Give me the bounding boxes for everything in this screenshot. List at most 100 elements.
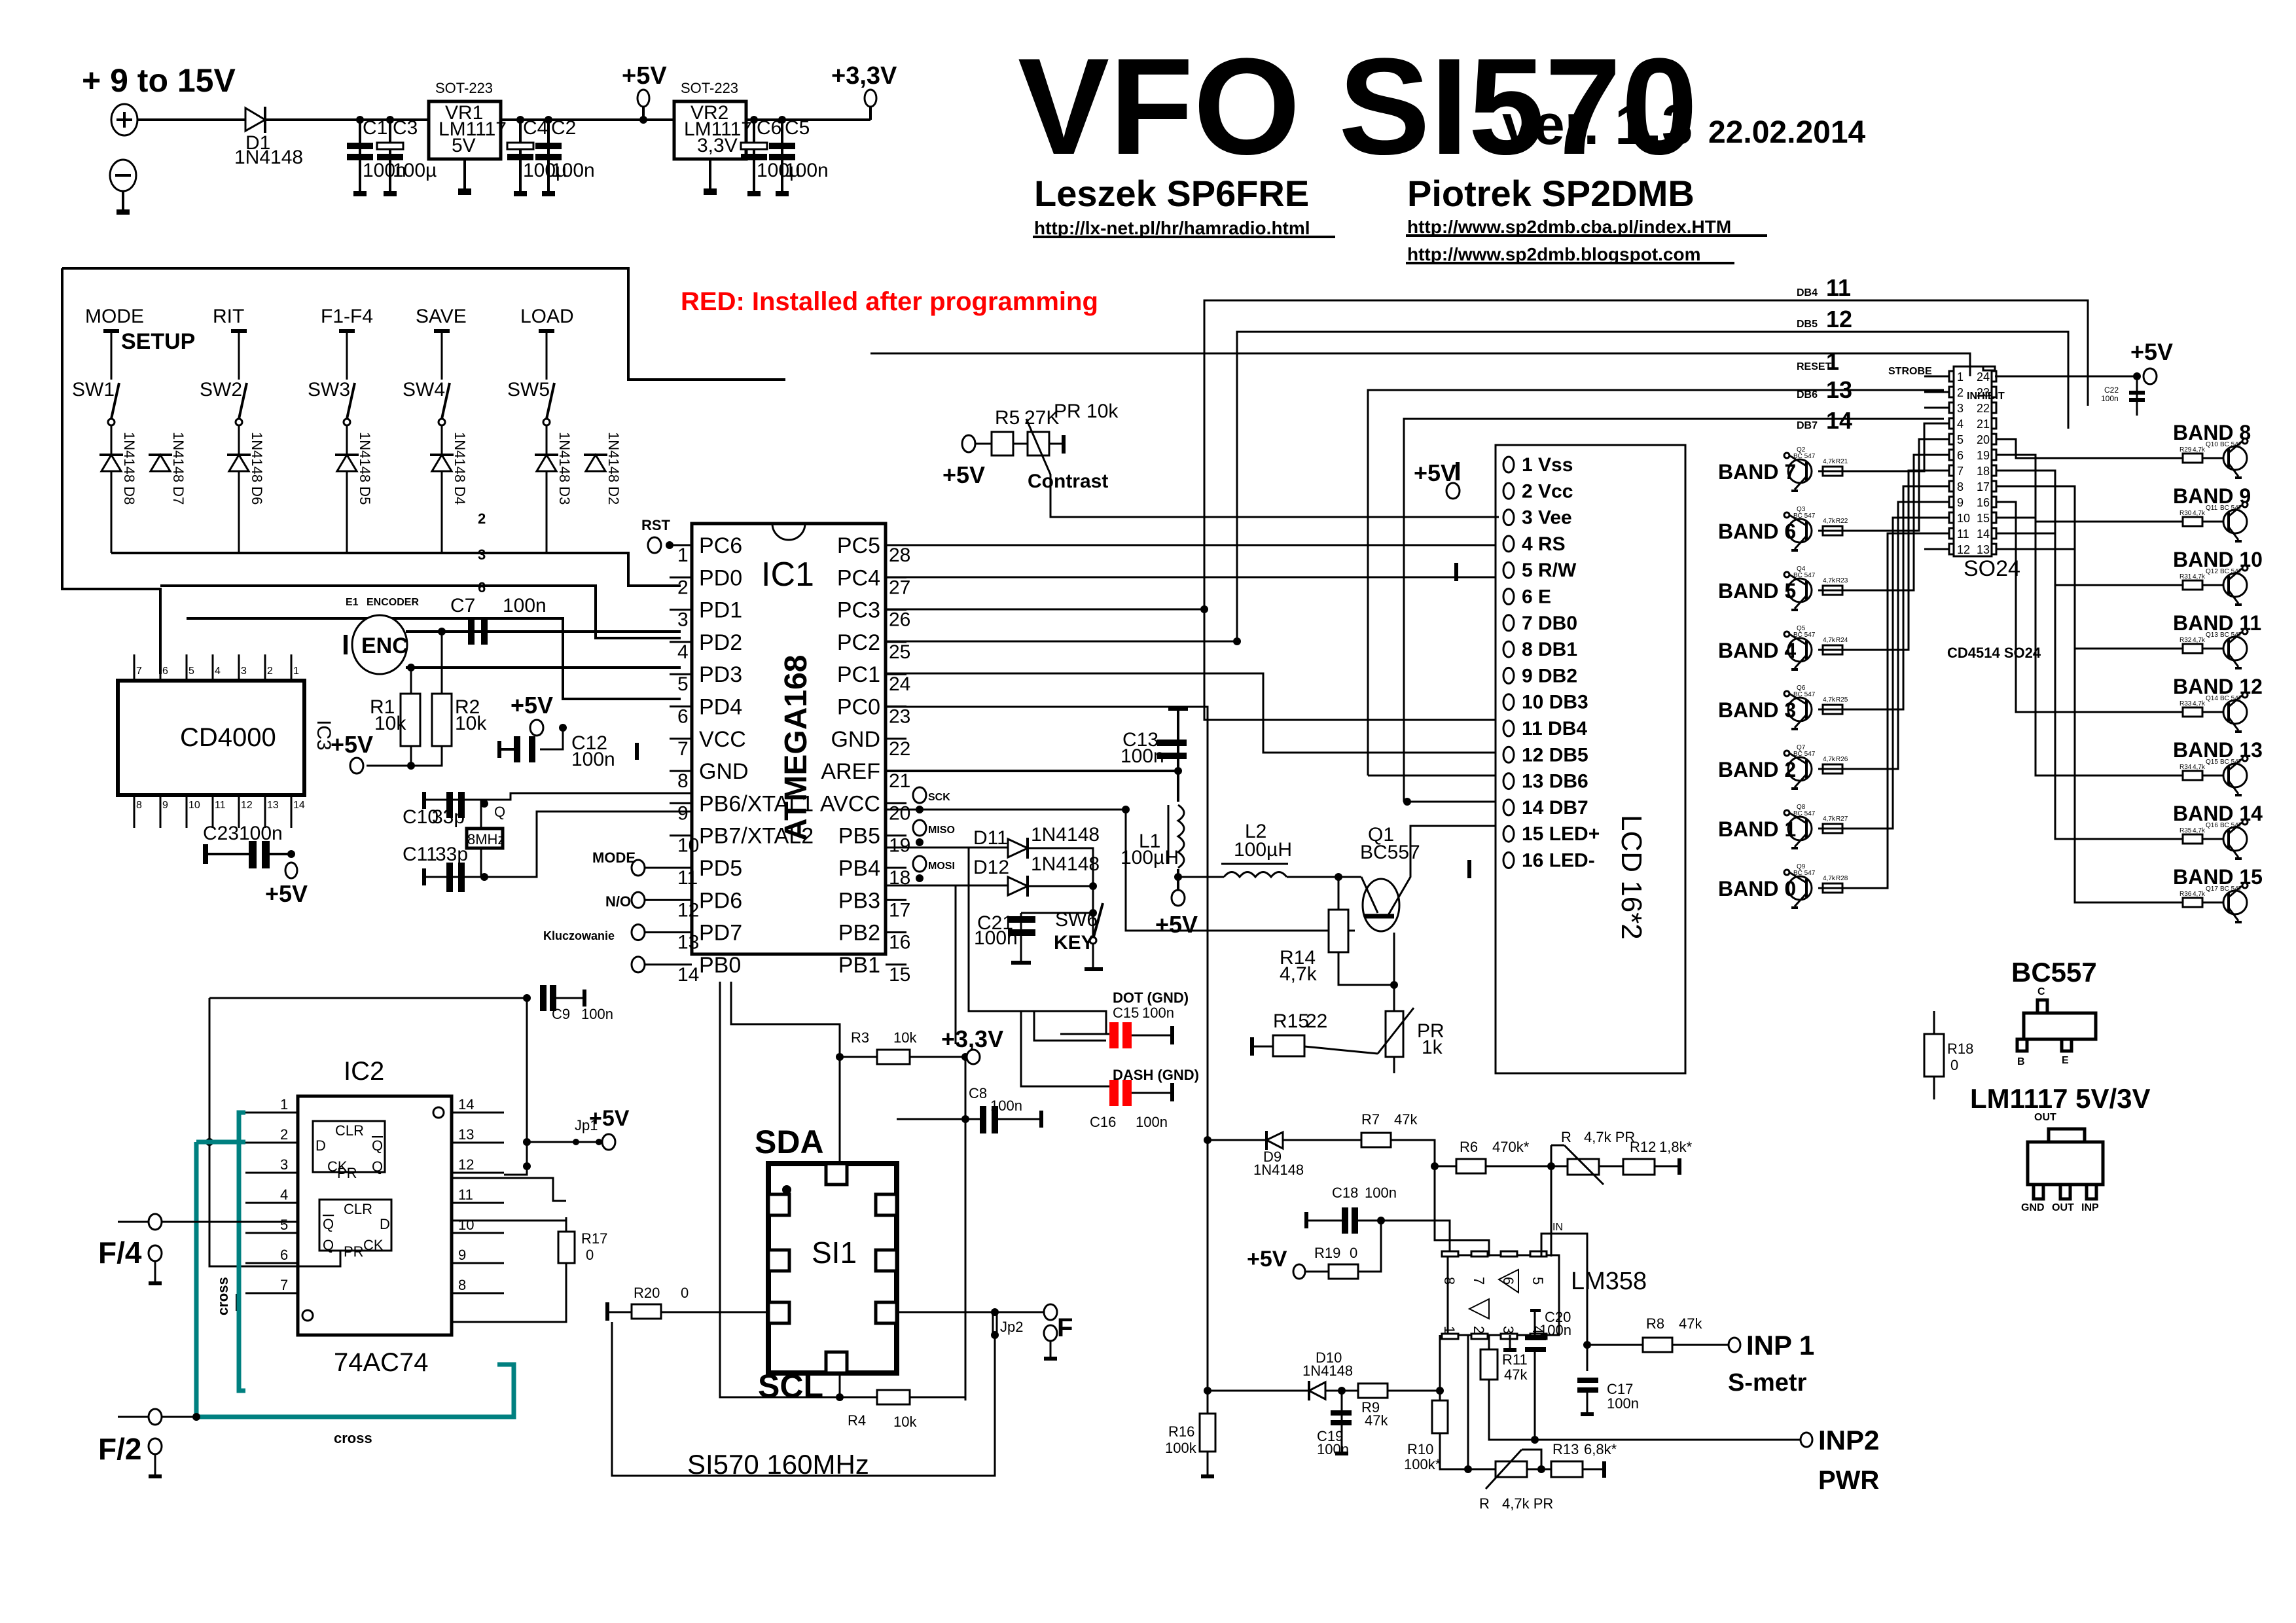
isp-sck-terminal[interactable] bbox=[912, 786, 927, 804]
ic3-pin-number: 10 bbox=[188, 800, 200, 811]
aux-terminal[interactable] bbox=[630, 955, 646, 974]
lcd-pin-terminal[interactable] bbox=[1502, 825, 1515, 843]
isp-miso-terminal[interactable] bbox=[912, 819, 927, 837]
c15-value: 100n bbox=[1142, 1005, 1174, 1021]
q1-value: BC557 bbox=[1360, 842, 1420, 863]
band-output-terminal[interactable] bbox=[1783, 749, 1791, 757]
potentiometer-r-pr-top[interactable] bbox=[1566, 1158, 1600, 1176]
band-output-terminal[interactable] bbox=[2241, 628, 2249, 635]
band-label: BAND 0 bbox=[1718, 877, 1796, 901]
lcd-vcc-terminal[interactable] bbox=[1445, 482, 1461, 500]
lcd-pin-terminal[interactable] bbox=[1502, 666, 1515, 685]
band-output-terminal[interactable] bbox=[2241, 501, 2249, 508]
r20-ref: R20 bbox=[634, 1285, 660, 1301]
ic1-pin-name: PD0 bbox=[699, 565, 742, 590]
lcd-pin-terminal[interactable] bbox=[1502, 745, 1515, 764]
decoder-pin-number: 1 bbox=[1957, 370, 1964, 383]
diode-icon: 1N4148 D8 bbox=[99, 432, 137, 505]
lcd-pin-terminal[interactable] bbox=[1502, 588, 1515, 605]
inp2-terminal[interactable] bbox=[1799, 1431, 1814, 1448]
diode-icon: 1N4148 D3 bbox=[535, 432, 573, 505]
lcd-pin-terminal[interactable] bbox=[1502, 535, 1515, 553]
decoder-supply-terminal[interactable] bbox=[2142, 367, 2158, 385]
band-output-terminal[interactable] bbox=[1783, 630, 1791, 638]
lcd-pin-terminal[interactable] bbox=[1502, 640, 1515, 658]
diode-label: 1N4148 D6 bbox=[249, 432, 265, 505]
lcd-pin-terminal[interactable] bbox=[1502, 508, 1515, 527]
in-wire bbox=[1540, 1232, 1588, 1371]
ic1-vcc-terminal[interactable] bbox=[529, 719, 545, 737]
rst-terminal[interactable] bbox=[647, 536, 662, 554]
lcd-pin-terminal[interactable] bbox=[1502, 772, 1515, 791]
band-output-terminal[interactable] bbox=[1783, 452, 1791, 459]
rail-5v-terminal[interactable] bbox=[636, 88, 651, 108]
decoder-pin-number: 24 bbox=[1977, 370, 1990, 383]
potentiometer-r-pr-bottom[interactable] bbox=[1494, 1460, 1528, 1478]
rail-33v-label: +3,3V bbox=[831, 62, 897, 90]
decoder-pin-number: 19 bbox=[1977, 449, 1990, 462]
lcd-pin-terminal[interactable] bbox=[1502, 851, 1515, 869]
f4-terminal-icon[interactable] bbox=[147, 1213, 163, 1285]
inp1-terminal[interactable] bbox=[1727, 1336, 1742, 1353]
lcd-pin-terminal[interactable] bbox=[1502, 455, 1515, 474]
band-output-terminal[interactable] bbox=[2241, 818, 2249, 826]
decoder-pin-number: 12 bbox=[1957, 543, 1970, 556]
url-1[interactable]: http://lx-net.pl/hr/hamradio.html bbox=[1034, 218, 1310, 238]
aux-terminal[interactable] bbox=[630, 891, 646, 909]
resistor-ref: R35 bbox=[2179, 827, 2192, 834]
band-output-terminal[interactable] bbox=[2241, 882, 2249, 889]
resistor-ref: R33 bbox=[2179, 700, 2192, 707]
ic1-pin-name: PB4 bbox=[838, 856, 880, 881]
c11-ref: C11 bbox=[403, 844, 437, 865]
f2-terminal-icon[interactable] bbox=[147, 1408, 163, 1478]
f-output-terminal-icon[interactable] bbox=[1043, 1303, 1058, 1361]
sw-common-wire bbox=[61, 268, 162, 674]
ic1-pin-number: 22 bbox=[889, 738, 910, 760]
encoder-supply-terminal[interactable] bbox=[349, 757, 365, 775]
band-output-terminal[interactable] bbox=[1783, 690, 1791, 698]
ic3-supply-terminal[interactable] bbox=[284, 861, 298, 880]
potentiometer-pr-contrast[interactable] bbox=[1026, 431, 1050, 457]
rail-33v-terminal[interactable] bbox=[863, 88, 878, 108]
band-output-terminal[interactable] bbox=[2241, 564, 2249, 572]
aux-terminal[interactable] bbox=[630, 923, 646, 942]
band-output-terminal[interactable] bbox=[2241, 691, 2249, 699]
bus-pin-number: 12 bbox=[1826, 306, 1852, 332]
lcd-pin-terminal[interactable] bbox=[1502, 614, 1515, 632]
smeter-supply-terminal[interactable] bbox=[1292, 1263, 1306, 1280]
cap-ref: C3 bbox=[393, 117, 418, 139]
lcd-pin-terminal[interactable] bbox=[1502, 798, 1515, 817]
url-3[interactable]: http://www.sp2dmb.blogspot.com bbox=[1407, 244, 1701, 264]
ic2-supply-terminal[interactable] bbox=[601, 1133, 617, 1151]
potentiometer-pr-backlight[interactable] bbox=[1384, 1010, 1405, 1058]
lcd-pin-terminal[interactable] bbox=[1502, 693, 1515, 711]
c10-ref: C10 bbox=[403, 806, 439, 828]
lcd-pin-terminal[interactable] bbox=[1502, 482, 1515, 500]
band-output-terminal[interactable] bbox=[2241, 755, 2249, 762]
lcd-pin-terminal[interactable] bbox=[1502, 719, 1515, 738]
band-output-terminal[interactable] bbox=[1783, 868, 1791, 876]
ground-icon bbox=[2235, 667, 2242, 669]
lcd-pin-terminal[interactable] bbox=[1502, 561, 1515, 579]
resistor-icon bbox=[2181, 833, 2204, 845]
contrast-supply-terminal[interactable] bbox=[961, 434, 977, 454]
band-output-terminal[interactable] bbox=[2241, 437, 2249, 445]
c17-value: 100n bbox=[1607, 1395, 1639, 1412]
url-2[interactable]: http://www.sp2dmb.cba.pl/index.HTM bbox=[1407, 217, 1731, 237]
si570-supply-terminal[interactable] bbox=[965, 1048, 981, 1065]
encoder-icon[interactable] bbox=[351, 614, 408, 675]
isp-mosi-terminal[interactable] bbox=[912, 855, 927, 873]
aux-terminal[interactable] bbox=[630, 859, 646, 877]
cap-value: 100n bbox=[551, 160, 595, 181]
jumper-jp1-icon[interactable] bbox=[573, 1139, 579, 1145]
avcc-supply-terminal[interactable] bbox=[1170, 889, 1186, 907]
band-output-terminal[interactable] bbox=[1783, 511, 1791, 519]
band-output-terminal[interactable] bbox=[1783, 571, 1791, 579]
band-output-terminal[interactable] bbox=[1783, 809, 1791, 817]
key-switch-sw6-icon[interactable] bbox=[1085, 902, 1104, 971]
